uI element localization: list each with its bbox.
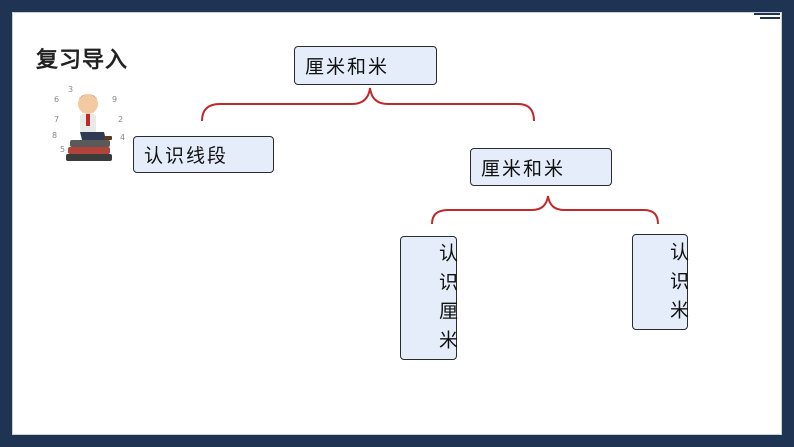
tree-leaf-node-m: 认识米: [632, 234, 689, 330]
tree-right-child-node: 厘米和米: [470, 148, 612, 186]
svg-text:3: 3: [68, 85, 73, 94]
svg-text:6: 6: [54, 95, 59, 104]
brace-bottom: [431, 195, 659, 225]
brace-top: [201, 87, 535, 122]
tree-leaf-node-cm: 认识厘米: [400, 236, 458, 360]
slide: 复习导入 6 3 7 8 9 2 4 5: [12, 12, 782, 435]
svg-text:2: 2: [118, 115, 123, 124]
svg-text:7: 7: [54, 115, 59, 124]
tree-left-child-node: 认识线段: [133, 136, 274, 173]
svg-text:5: 5: [60, 145, 65, 154]
boy-reading-icon: 6 3 7 8 9 2 4 5: [52, 85, 125, 161]
svg-text:8: 8: [52, 131, 57, 140]
tree-root-node: 厘米和米: [294, 46, 437, 85]
tree-connectors: [201, 87, 659, 225]
corner-decoration: [754, 13, 780, 19]
svg-text:4: 4: [120, 133, 125, 142]
svg-text:9: 9: [112, 95, 117, 104]
page-title: 复习导入: [36, 48, 129, 73]
